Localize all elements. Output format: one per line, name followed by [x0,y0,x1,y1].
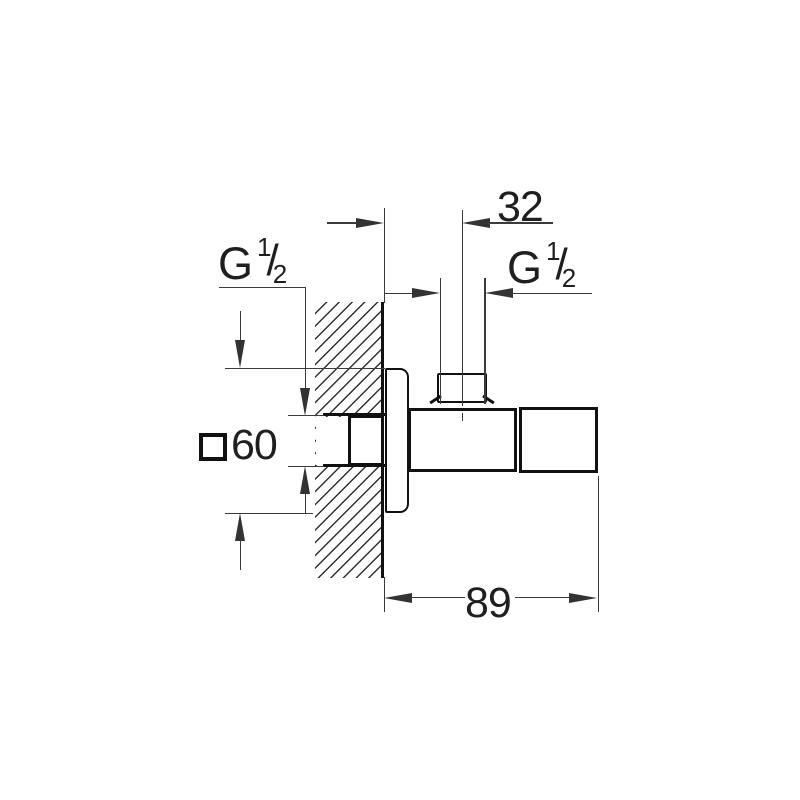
ext-line-pipe-bottom [288,465,324,467]
inlet-fitting [348,415,383,466]
thread-left-leader-shelf [219,286,306,288]
valve-handle [519,407,598,473]
handle-extension-line [597,476,599,612]
dim-89-arrow-right [569,592,597,603]
thread-right-denominator: 2 [561,263,577,293]
outlet-centerline [461,210,463,406]
dim-32-label: 32 [497,183,544,231]
wall-face-extension-bottom [383,577,385,612]
dim-89-label: 89 [465,579,512,627]
dim-60-arrow-top [235,340,245,368]
ext-line-escutcheon-bottom [225,512,313,514]
wall-face-line [381,302,384,578]
dim-thread-right-line-left [384,292,414,294]
dim-thread-left-stem-bottom [304,492,306,513]
thread-left-numerator: 1 [257,232,272,262]
dim-89-line-right [515,596,571,598]
ext-line-escutcheon-top [225,367,385,369]
dim-thread-left-arrow-top [300,388,310,416]
dim-thread-left-arrow-bottom [300,466,310,494]
dim-thread-right-arrow-left [412,288,440,298]
escutcheon [385,368,409,513]
dim-60-stem-top [239,311,241,346]
outlet-pipe-wall-left [439,278,442,404]
dim-89-line-left [410,596,465,598]
square-symbol-icon [199,432,227,461]
dim-60-arrow-bottom [235,513,245,541]
ext-line-pipe-top [288,414,324,416]
dim-89-arrow-left [384,592,412,603]
outlet-pipe-wall-right [484,278,486,404]
dim-60-label: 60 [199,421,278,469]
thread-left-slash: / [266,236,279,285]
dim-thread-right-arrow-right [485,288,513,298]
thread-left-prefix: G [218,238,254,289]
dim-thread-right-line-right [511,292,592,294]
thread-right-prefix: G [507,242,543,293]
dim-60-stem-bottom [239,539,241,570]
dim-thread-left-stem-top [304,287,306,392]
wall-face-extension-top [383,208,385,303]
thread-left-denominator: 2 [272,259,288,289]
dim-32-line-right [488,222,553,224]
dim-32-arrow-right [462,217,490,228]
dim-60-value: 60 [231,421,278,469]
outlet-centerline-tick [461,413,463,421]
inlet-pipe-top-line [323,413,385,416]
thread-right-slash: / [555,240,568,289]
dim-32-arrow-left [356,217,384,228]
dim-32-line-left [327,222,359,224]
thread-right-numerator: 1 [546,236,561,266]
